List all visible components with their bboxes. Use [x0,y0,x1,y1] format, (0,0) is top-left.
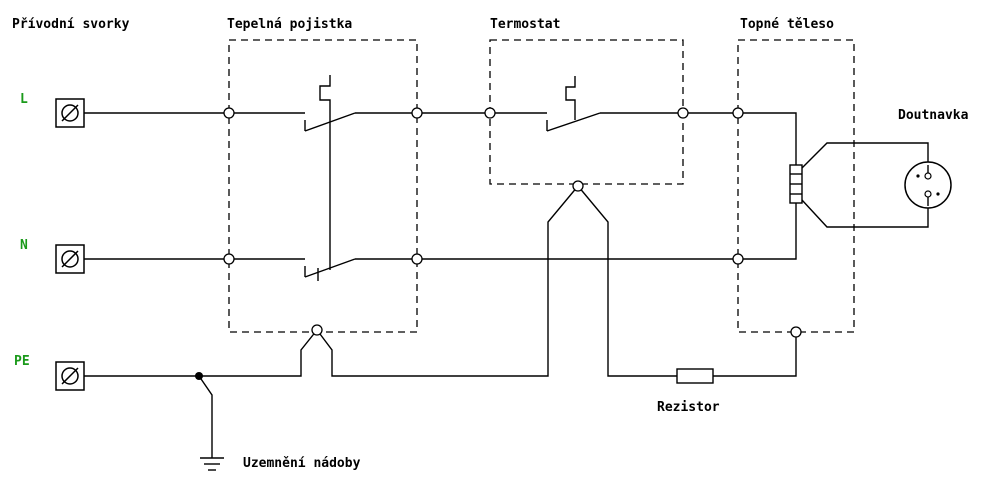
resistor-label: Rezistor [657,400,720,415]
pe-junction-dot [195,372,203,380]
terminal-l-label: L [20,92,28,107]
ground-icon [200,457,224,471]
terminal-l [55,98,85,128]
thermal-fuse-switch-l [304,75,356,132]
node-heater-in-n [732,253,744,265]
vessel-ground-label: Uzemnění nádoby [243,456,361,471]
node-thermostat-pe [572,180,584,192]
node-fuse-in-n [223,253,235,265]
node-fuse-out-n [411,253,423,265]
node-heater-pe [790,326,802,338]
indicator-lamp-label: Doutnavka [898,108,969,123]
terminal-pe-label: PE [14,354,30,369]
lamp-wire-top [801,142,929,169]
heating-element-label: Topné těleso [740,17,834,32]
thermostat-label: Termostat [490,17,561,32]
thermostat-switch [546,76,601,132]
terminal-pe [55,361,85,391]
indicator-lamp-icon [904,161,952,209]
pe-wire [84,184,797,458]
thermal-fuse-label: Tepelná pojistka [227,17,353,32]
heating-element-coil [789,164,803,204]
node-thermostat-out [677,107,689,119]
line-n-wire [84,203,797,260]
thermostat-box [489,39,684,185]
node-heater-in-l [732,107,744,119]
supply-terminals-label: Přívodní svorky [12,17,130,32]
node-fuse-pe [311,324,323,336]
connection-nodes [223,107,802,338]
node-fuse-out-l [411,107,423,119]
thermal-fuse-box [228,39,418,333]
resistor-symbol [676,368,714,384]
terminal-n [55,244,85,274]
line-l-wire [84,112,797,165]
node-thermostat-in [484,107,496,119]
terminal-n-label: N [20,238,28,253]
node-fuse-in-l [223,107,235,119]
lamp-wire-bottom [801,199,929,228]
